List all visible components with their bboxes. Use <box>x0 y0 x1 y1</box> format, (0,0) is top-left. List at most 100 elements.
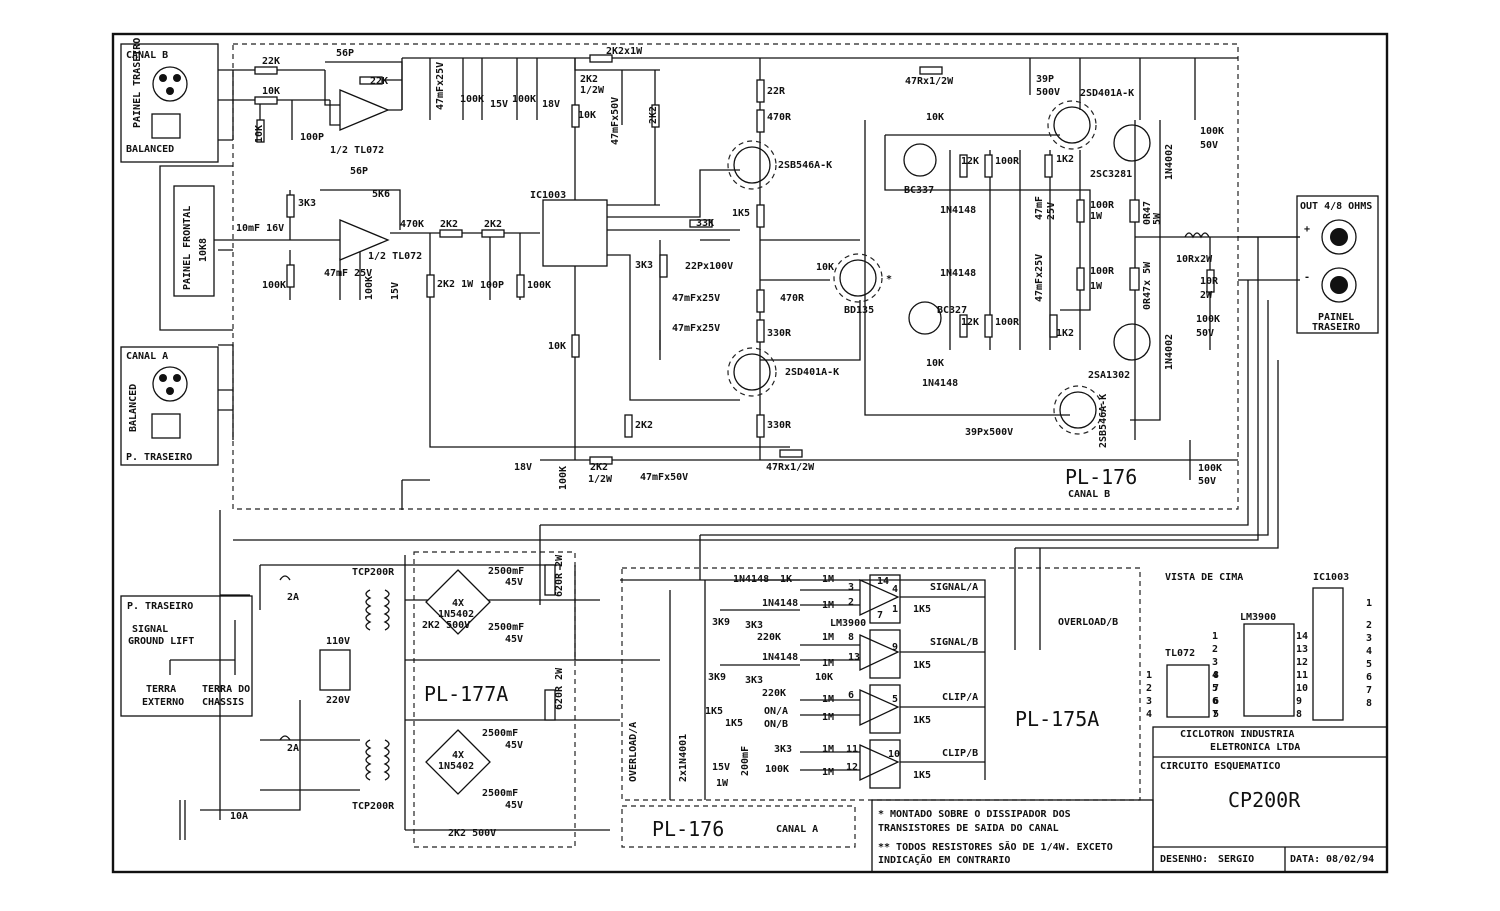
part-c2k2-500b: 2K2 500V <box>448 828 496 839</box>
part-r10k-l: 10K <box>815 672 833 683</box>
part-r1w: 1W <box>1090 211 1103 222</box>
lm-pin-r2: 12 <box>1296 657 1308 668</box>
part-r5w: 5W <box>1152 212 1163 225</box>
part-z15v-b: 15V <box>390 282 401 300</box>
title-block <box>871 726 1388 873</box>
part-z15v-l: 15V <box>712 762 730 773</box>
pin-2: 2 <box>848 597 854 608</box>
part-c45v-1: 45V <box>505 577 523 588</box>
part-lm3900: LM3900 <box>830 618 866 629</box>
part-q-bc337: BC337 <box>904 185 934 196</box>
comparator-section <box>720 574 985 789</box>
part-q-2sb546: 2SB546A-K <box>778 160 832 171</box>
part-on-b: ON/B <box>764 719 788 730</box>
ic1003-top-label: IC1003 <box>1313 572 1349 583</box>
board-a-name: PL-176 <box>652 817 724 841</box>
part-c100k-c: 100K <box>1198 463 1222 474</box>
part-r100k-top: 100K <box>460 94 484 105</box>
board-177-name: PL-177A <box>424 682 508 706</box>
part-signal-a: SIGNAL/A <box>930 582 978 593</box>
part-c2500-1: 2500mF <box>488 566 524 577</box>
part-r10k-top: 10K <box>578 110 596 121</box>
part-c10mf: 10mF 16V <box>236 223 284 234</box>
part-on-a: ON/A <box>764 706 788 717</box>
part-r1k-l: 1K <box>780 574 792 585</box>
lm-pin-l6: 7 <box>1212 709 1218 720</box>
tl-pin-r2: 6 <box>1213 696 1219 707</box>
labels: PL-176 CANAL B PL-176 CANAL A PL-177A PL… <box>230 46 1374 866</box>
part-c47mf25b-v: 25V <box>1046 202 1057 220</box>
board-outline-pl177a <box>413 551 576 848</box>
part-d1n4148-l3: 1N4148 <box>762 652 798 663</box>
part-r100r-b: 100R <box>1090 266 1115 277</box>
part-r12k: 12K <box>961 156 979 167</box>
part-r1w-b: 1W <box>1090 281 1103 292</box>
tl-pin-l1: 2 <box>1146 683 1152 694</box>
part-r2k2x1w: 2K2x1W <box>606 46 643 57</box>
part-r47r-top: 47Rx1/2W <box>905 76 954 87</box>
ic1003-pins: 1 2 3 4 5 6 7 8 <box>1366 598 1372 709</box>
part-r12k-b: 12K <box>961 317 979 328</box>
part-c2k2-500: 2K2 500V <box>422 620 470 631</box>
part-r620r-b: 620R 2W <box>554 667 565 710</box>
part-r1m-5: 1M <box>822 694 834 705</box>
part-c45v-4: 45V <box>505 800 523 811</box>
pin-9: 9 <box>892 642 898 653</box>
part-overload-a: OVERLOAD/A <box>628 722 639 782</box>
part-d1n4148-2: 1N4148 <box>940 268 976 279</box>
ground-terra-1b: EXTERNO <box>142 697 184 708</box>
wiring-lower <box>200 237 1279 831</box>
model-name: CP200R <box>1228 788 1301 812</box>
canal-b-connector: CANAL B BALANCED PAINEL TRASEIRO <box>120 38 219 163</box>
components-board-b <box>254 54 1215 465</box>
part-z18v-b: 18V <box>514 462 532 473</box>
drawing-frame <box>111 32 1389 874</box>
pin-6: 6 <box>848 690 854 701</box>
pin-10: 10 <box>888 749 900 760</box>
part-r1k5-e: 1K5 <box>725 718 743 729</box>
pin-3: 3 <box>848 582 854 593</box>
part-q-bd135: BD135 <box>844 305 874 316</box>
part-r100k-b: 100K <box>364 276 375 300</box>
part-star: * <box>886 274 892 285</box>
part-r100k-l: 100K <box>765 764 789 775</box>
part-v110: 110V <box>326 636 350 647</box>
part-r47r-bot: 47Rx1/2W <box>766 462 815 473</box>
note-3: ** TODOS RESISTORES SÃO DE 1/4W. EXCETO <box>878 840 1113 853</box>
tl-pin-l2: 3 <box>1146 696 1152 707</box>
pin-11: 11 <box>846 744 858 755</box>
part-c45v-2: 45V <box>505 634 523 645</box>
output-bottom-2: TRASEIRO <box>1312 322 1360 333</box>
part-c56p: 56P <box>336 48 354 59</box>
tl-pin-r3: 5 <box>1213 709 1219 720</box>
output-bottom-1: PAINEL <box>1318 312 1354 323</box>
part-d1n4148-3: 1N4148 <box>922 378 958 389</box>
lm-pin-l3: 4 <box>1212 670 1218 681</box>
part-r1w-l: 1W <box>716 778 729 789</box>
drawn-by: SERGIO <box>1218 854 1254 865</box>
canal-a-bottom: P. TRASEIRO <box>126 452 192 463</box>
part-c47mf25: 47mF 25V <box>324 268 372 279</box>
part-tcp2: TCP200R <box>352 801 395 812</box>
part-r2k2-half-b: 1/2W <box>580 85 605 96</box>
lm-pin-l5: 6 <box>1212 696 1218 707</box>
part-c100p2: 100P <box>480 280 504 291</box>
lm-pin-r6: 8 <box>1296 709 1302 720</box>
part-c50v: 50V <box>1200 140 1218 151</box>
pin-4: 4 <box>892 584 898 595</box>
part-r470r2: 470R <box>780 293 805 304</box>
part-signal-b: SIGNAL/B <box>930 637 978 648</box>
part-r2k2-low: 2K2 <box>635 420 653 431</box>
part-r5k6: 5K6 <box>372 189 390 200</box>
tl-pin-l3: 4 <box>1146 709 1152 720</box>
ic-pinout-drawings <box>1166 587 1344 721</box>
part-r1k5-f: 1K5 <box>913 770 931 781</box>
ic-pin-7: 8 <box>1366 698 1372 709</box>
part-r10k-bd: 10K <box>816 262 834 273</box>
part-c47-1: 47mFx25V <box>672 293 720 304</box>
part-r1m-1: 1M <box>822 574 834 585</box>
board-b-name: PL-176 <box>1065 465 1137 489</box>
part-r1k5-c: 1K5 <box>913 715 931 726</box>
part-r22k: 22K <box>262 56 280 67</box>
